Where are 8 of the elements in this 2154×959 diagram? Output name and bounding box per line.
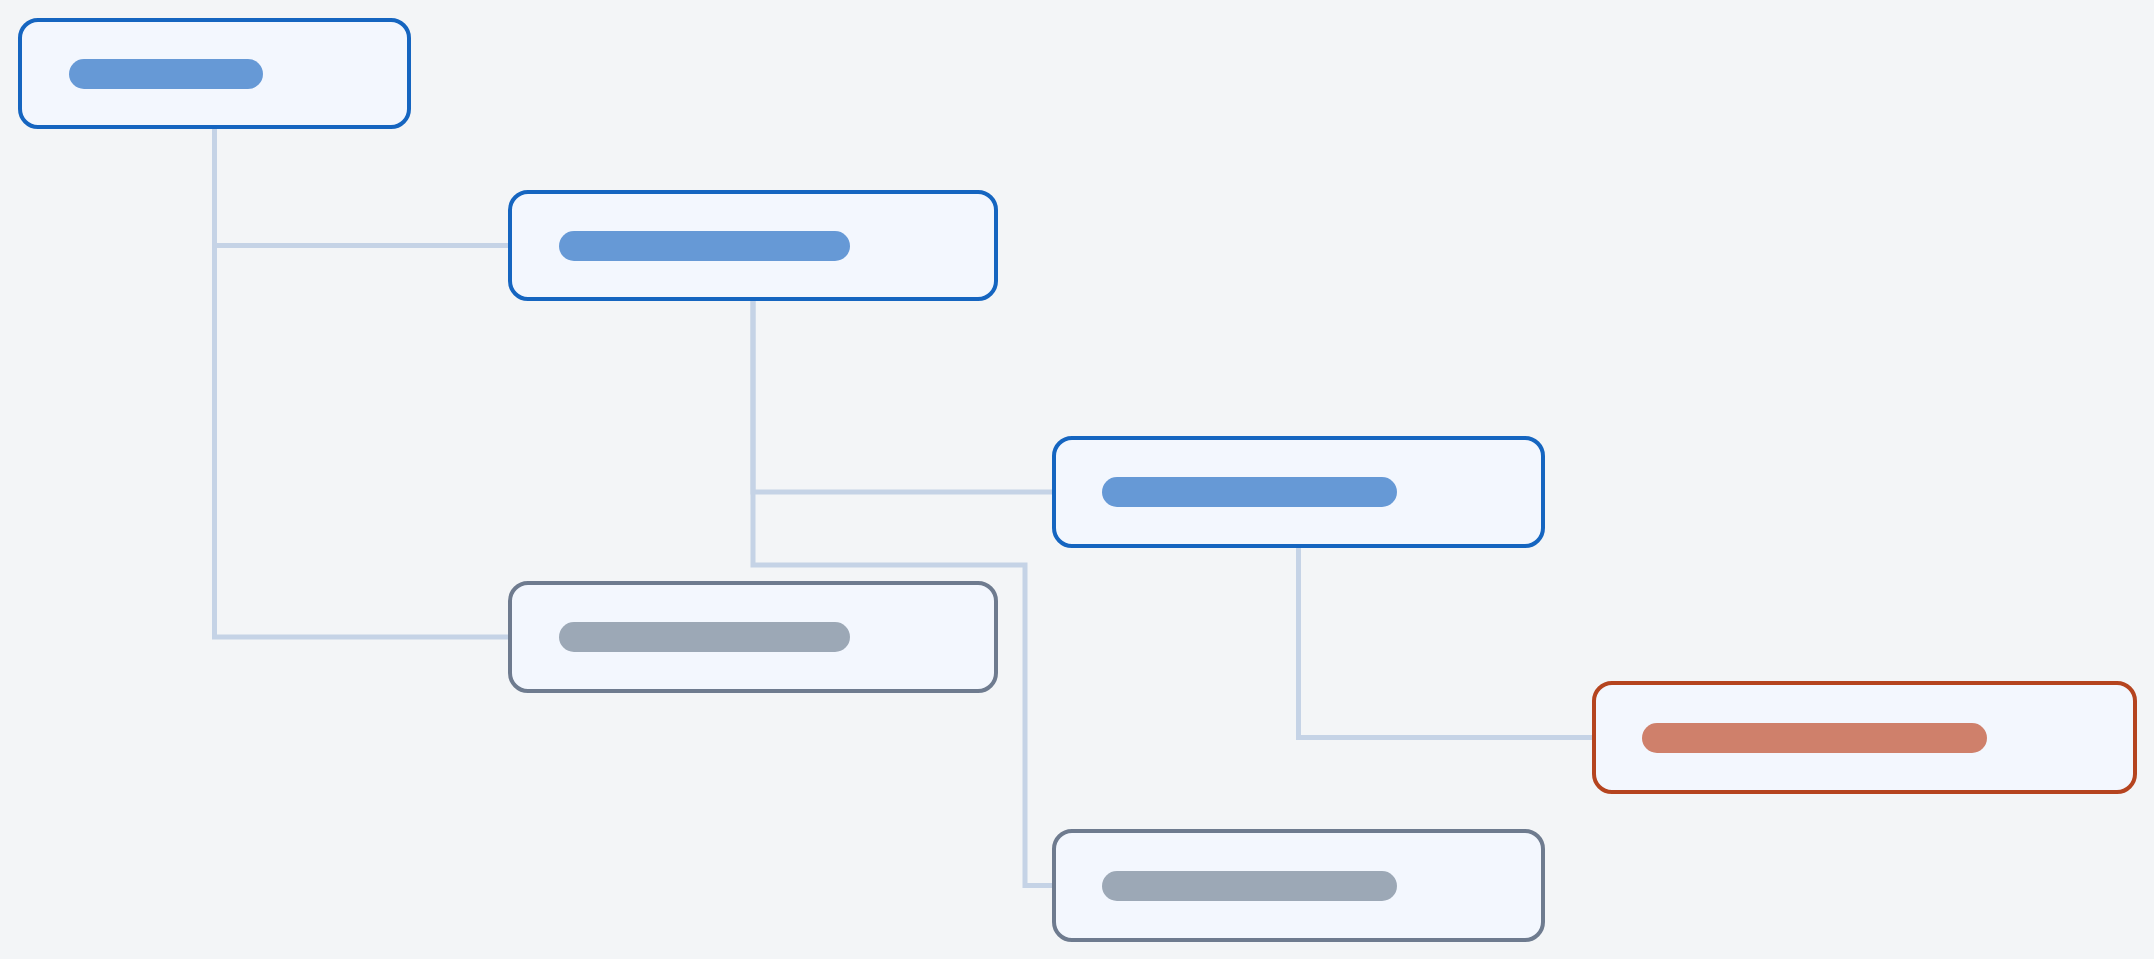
node-box: [1052, 829, 1545, 942]
node-box: [508, 581, 998, 693]
connector-line: [1296, 548, 1592, 740]
node-box: [1052, 436, 1545, 548]
node-box: [1592, 681, 2137, 794]
node-box: [18, 18, 411, 129]
connector-line: [750, 301, 1052, 888]
node-box: [508, 190, 998, 301]
